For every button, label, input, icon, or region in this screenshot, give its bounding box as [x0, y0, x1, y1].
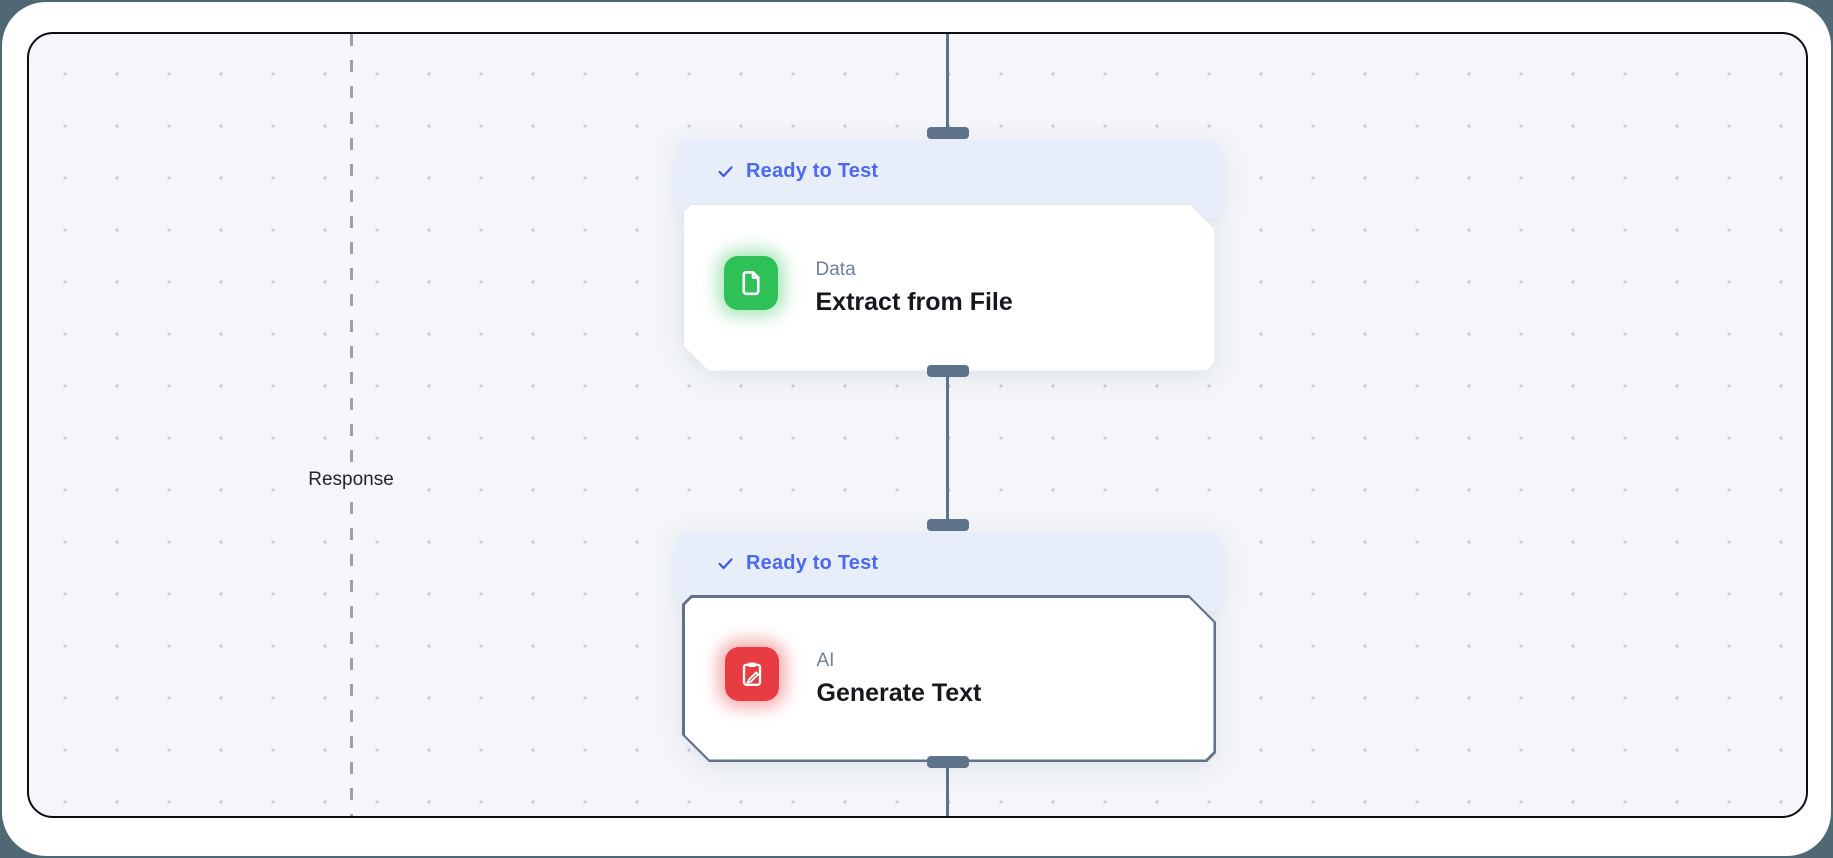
response-divider-line: [350, 34, 353, 816]
clipboard-pen-icon: [725, 647, 779, 701]
connector-edge-bottom: [946, 767, 949, 816]
check-icon: [718, 557, 733, 569]
node-extract-from-file[interactable]: Ready to Test Data Extract fr: [676, 139, 1222, 384]
node1-output-handle[interactable]: [927, 365, 969, 377]
workflow-canvas[interactable]: Response Ready to Test: [27, 32, 1808, 818]
node-category: AI: [816, 649, 835, 671]
connector-edge-middle: [946, 376, 949, 521]
node2-input-handle[interactable]: [927, 519, 969, 531]
node-status-text: Ready to Test: [746, 551, 879, 574]
node-card[interactable]: Data Extract from File: [682, 203, 1216, 372]
node-title: Generate Text: [816, 678, 982, 707]
node-card-body: AI Generate Text: [685, 598, 1214, 760]
check-icon: [718, 165, 733, 177]
response-label: Response: [302, 466, 400, 494]
node-status-text: Ready to Test: [746, 159, 879, 182]
node2-output-handle[interactable]: [927, 756, 969, 768]
node-text-block: Data Extract from File: [816, 259, 1013, 317]
node-card[interactable]: AI Generate Text: [682, 595, 1216, 762]
connector-edge-top: [946, 34, 949, 129]
node-text-block: AI Generate Text: [817, 650, 982, 708]
node-generate-text[interactable]: Ready to Test: [676, 531, 1222, 776]
node-category: Data: [815, 258, 856, 280]
node1-input-handle[interactable]: [927, 127, 969, 139]
node-card-body: Data Extract from File: [684, 205, 1215, 371]
file-icon: [724, 256, 778, 310]
node-title: Extract from File: [815, 287, 1013, 316]
